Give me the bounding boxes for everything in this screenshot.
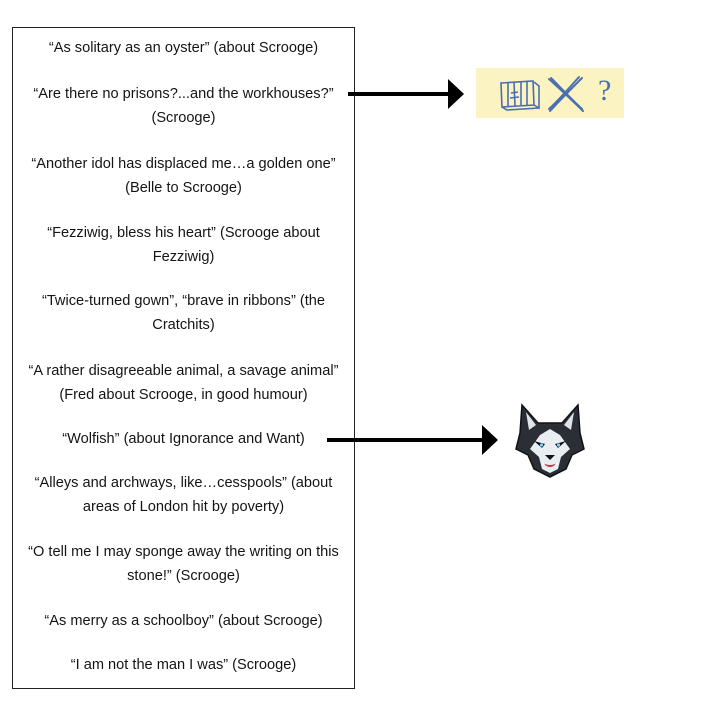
- wolf-head-icon: [515, 403, 585, 478]
- quote-item: “O tell me I may sponge away the writing…: [21, 541, 346, 588]
- quote-text: “O tell me I may sponge away the writing…: [28, 544, 339, 584]
- quote-item: “A rather disagreeable animal, a savage …: [21, 360, 346, 407]
- question-mark-icon: ?: [598, 74, 612, 107]
- quote-text: “Wolfish” (about Ignorance and Want): [62, 431, 305, 447]
- quote-item: “Fezziwig, bless his heart” (Scrooge abo…: [21, 222, 346, 269]
- quote-item: “As merry as a schoolboy” (about Scrooge…: [21, 610, 346, 634]
- quote-text: “Alleys and archways, like…cesspools” (a…: [34, 475, 333, 515]
- quote-item: “Another idol has displaced me…a golden …: [21, 153, 346, 200]
- quote-text: “As solitary as an oyster” (about Scroog…: [48, 40, 319, 56]
- quote-text: “I am not the man I was” (Scrooge): [70, 657, 297, 673]
- quote-item: “Twice-turned gown”, “brave in ribbons” …: [21, 290, 346, 337]
- quote-text: “Are there no prisons?...and the workhou…: [33, 86, 334, 126]
- wolf-image: [514, 403, 586, 479]
- quote-item: “Are there no prisons?...and the workhou…: [21, 83, 346, 130]
- arrow-to-sticky-note: [348, 79, 464, 109]
- quote-text: “Another idol has displaced me…a golden …: [31, 156, 336, 196]
- prison-bars-icon: [500, 80, 540, 111]
- quote-item: “Alleys and archways, like…cesspools” (a…: [21, 472, 346, 519]
- quote-text: “Fezziwig, bless his heart” (Scrooge abo…: [47, 225, 320, 265]
- quote-item: “I am not the man I was” (Scrooge): [21, 654, 346, 678]
- quote-text: “As merry as a schoolboy” (about Scrooge…: [44, 613, 323, 629]
- quote-text: “Twice-turned gown”, “brave in ribbons” …: [41, 293, 326, 333]
- quote-text: “A rather disagreeable animal, a savage …: [28, 363, 339, 403]
- quote-item: “As solitary as an oyster” (about Scroog…: [21, 37, 346, 61]
- cross-icon: [548, 76, 584, 112]
- quote-box: “As solitary as an oyster” (about Scroog…: [12, 27, 355, 689]
- sticky-note: ?: [476, 68, 624, 118]
- quote-item: “Wolfish” (about Ignorance and Want): [21, 428, 346, 452]
- arrow-to-wolf: [327, 425, 498, 455]
